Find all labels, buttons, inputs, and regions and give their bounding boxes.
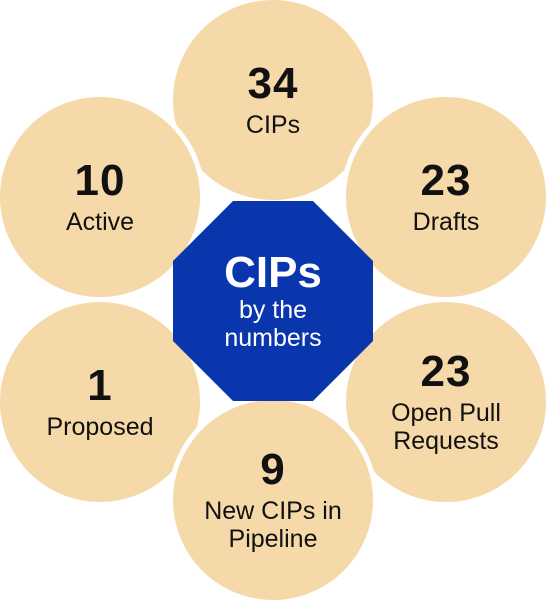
- petal-open-pull-requests: 23 Open Pull Requests: [346, 302, 546, 502]
- hub-subtitle-line1: by the: [238, 296, 308, 324]
- petal-pipeline-number: 9: [260, 445, 286, 494]
- petal-cips: 34 CIPs: [173, 0, 373, 200]
- petal-active-number: 10: [74, 156, 126, 205]
- petal-active: 10 Active: [0, 97, 200, 297]
- hub-subtitle-line2: numbers: [224, 324, 322, 352]
- petal-proposed-number: 1: [87, 361, 113, 410]
- petal-proposed: 1 Proposed: [0, 302, 200, 502]
- petal-drafts: 23 Drafts: [346, 97, 546, 297]
- petal-cips-label: CIPs: [245, 111, 301, 139]
- petal-open-prs-label-line2: Requests: [393, 427, 499, 455]
- petal-pipeline-label-line1: New CIPs in: [204, 497, 342, 525]
- petal-drafts-label: Drafts: [412, 208, 480, 236]
- petal-open-prs-number: 23: [420, 347, 472, 396]
- petal-pipeline-label-line2: Pipeline: [228, 525, 318, 553]
- petal-new-cips-pipeline: 9 New CIPs in Pipeline: [173, 400, 373, 600]
- petal-drafts-number: 23: [420, 156, 472, 205]
- petal-open-prs-label-line1: Open Pull: [391, 399, 501, 427]
- hub-octagon: CIPs by the numbers: [173, 201, 373, 401]
- hub-title: CIPs: [224, 248, 322, 297]
- petal-active-label: Active: [65, 208, 135, 236]
- petal-cips-number: 34: [247, 59, 299, 108]
- petal-proposed-label: Proposed: [46, 413, 154, 441]
